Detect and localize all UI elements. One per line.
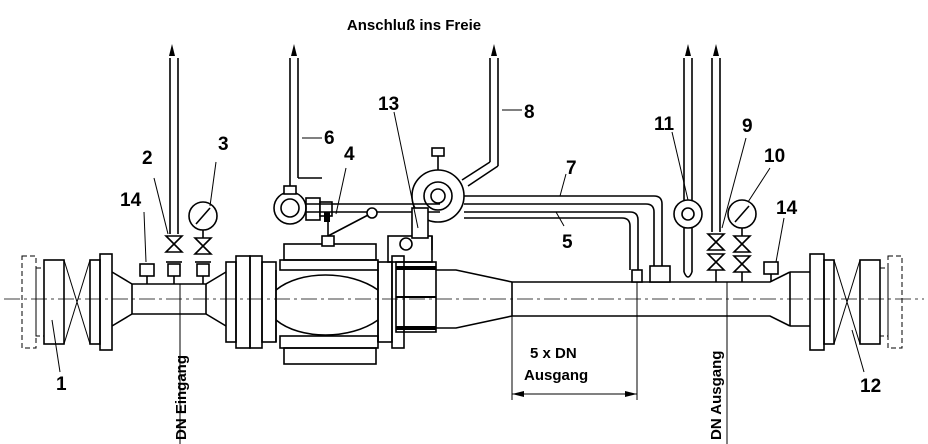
- callout-1: 1: [56, 374, 67, 395]
- callout-14-left: 14: [120, 190, 142, 211]
- leader-lines: [51, 109, 865, 373]
- outlet-gauge-11: [673, 44, 703, 278]
- callout-12: 12: [860, 376, 881, 397]
- inlet-dn-label: DN Eingang: [173, 355, 190, 440]
- dimension-label-line2: Ausgang: [524, 367, 588, 384]
- dimension-label-line1: 5 x DN: [530, 345, 577, 362]
- callout-2: 2: [142, 148, 153, 169]
- outlet-valve-12: [790, 253, 903, 351]
- callout-8: 8: [524, 102, 535, 123]
- callout-13: 13: [378, 94, 399, 115]
- manometer-10: [727, 199, 757, 282]
- impulse-valve-2: [164, 44, 184, 284]
- callout-6: 6: [324, 128, 335, 149]
- outlet-dn-label: DN Ausgang: [708, 351, 725, 440]
- callout-7: 7: [566, 158, 577, 179]
- manometer-3: [188, 201, 218, 284]
- callout-4: 4: [344, 144, 355, 165]
- outlet-valve-9: [706, 44, 726, 282]
- inlet-pipe: [111, 255, 251, 349]
- safety-shutoff-6: [273, 44, 440, 237]
- callout-3: 3: [218, 134, 229, 155]
- callout-11: 11: [654, 114, 675, 135]
- outlet-pipe: [436, 265, 791, 329]
- monitor-device-13: [387, 235, 437, 333]
- diagram-title: Anschluß ins Freie: [347, 17, 481, 34]
- callout-14-right: 14: [776, 198, 798, 219]
- callout-10: 10: [764, 146, 785, 167]
- pilot-regulator-8: [411, 44, 663, 270]
- callout-5: 5: [562, 232, 573, 253]
- dimension-5xdn: 5 x DN Ausgang: [511, 282, 638, 400]
- inlet-valve-1: [21, 253, 113, 351]
- test-point-14-right: [763, 261, 779, 275]
- regulator-4: [249, 218, 405, 365]
- callout-9: 9: [742, 116, 753, 137]
- test-point-14-left: [139, 263, 155, 277]
